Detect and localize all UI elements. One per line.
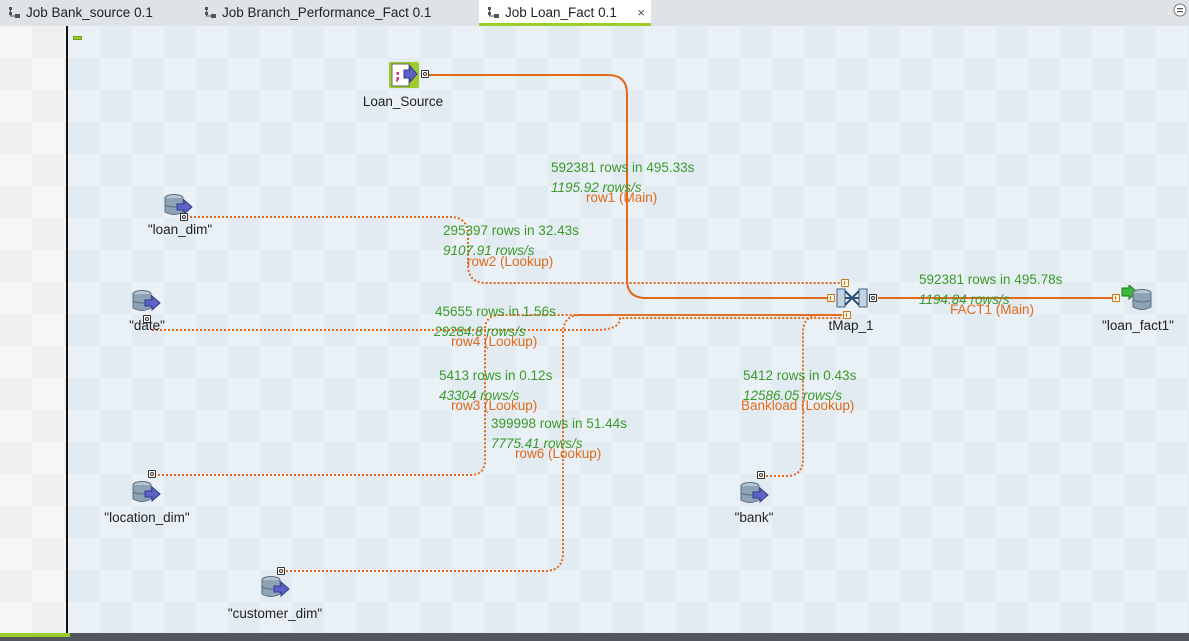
tmap-icon (836, 288, 868, 308)
component-label: "location_dim" (104, 510, 190, 525)
job-icon (488, 7, 499, 18)
link-fact1-rows: 592381 rows in 495.78s (919, 272, 1063, 287)
link-row2-label[interactable]: row2 (Lookup) (467, 254, 554, 269)
output-port[interactable] (180, 213, 188, 221)
bottom-scrollbar[interactable] (0, 633, 1189, 641)
component-bank[interactable] (739, 481, 771, 512)
canvas-border (66, 26, 68, 633)
link-row6-rate: 7775.41 rows/s (491, 436, 583, 451)
link-row6-label[interactable]: row6 (Lookup) (515, 446, 602, 461)
close-tab-icon[interactable]: × (637, 5, 645, 20)
link-fact1-rate: 1194.84 rows/s (919, 292, 1010, 307)
component-label: "date" (129, 318, 165, 333)
database-input-icon (132, 481, 161, 503)
link-row3-rate: 43304 rows/s (439, 388, 520, 403)
link-fact1-label[interactable]: FACT1 (Main) (950, 302, 1035, 317)
link-row2-rate: 9107.91 rows/s (443, 243, 535, 258)
link-row3-rows: 5413 rows in 0.12s (439, 368, 553, 383)
component-customer-dim[interactable] (260, 575, 292, 606)
database-output-icon (1121, 283, 1152, 310)
output-port[interactable] (757, 471, 765, 479)
component-loan-source[interactable]: ; (388, 61, 420, 94)
lookup-input-port[interactable] (843, 311, 851, 319)
tab-job-branch-performance-fact[interactable]: Job Branch_Performance_Fact 0.1 (196, 0, 466, 25)
main-input-port[interactable] (827, 294, 835, 302)
editor-tab-bar: Job Bank_source 0.1 Job Branch_Performan… (0, 0, 1189, 27)
component-tmap[interactable] (835, 285, 869, 316)
job-icon (205, 7, 216, 18)
tab-job-loan-fact[interactable]: Job Loan_Fact 0.1 × (479, 0, 651, 26)
component-label: "loan_dim" (147, 222, 213, 237)
component-label: "bank" (734, 510, 774, 525)
output-port[interactable] (148, 470, 156, 478)
link-row6-rows: 399998 rows in 51.44s (491, 416, 627, 431)
component-loan-dim[interactable] (163, 193, 195, 224)
component-label: tMap_1 (828, 318, 874, 333)
tab-label: Job Bank_source 0.1 (26, 5, 153, 20)
left-ruler (0, 26, 66, 633)
component-label: "customer_dim" (227, 606, 323, 621)
tab-label: Job Loan_Fact 0.1 (505, 5, 617, 20)
component-label: Loan_Source (362, 94, 444, 109)
link-bankload-label[interactable]: Bankload (Lookup) (741, 398, 855, 413)
database-input-icon (740, 482, 769, 504)
output-port[interactable] (421, 70, 429, 78)
output-port[interactable] (143, 315, 151, 323)
link-row4-rate: 29284.8 rows/s (434, 324, 526, 339)
output-port[interactable] (277, 567, 285, 575)
link-row3-label[interactable]: row3 (Lookup) (451, 398, 538, 413)
link-row1-rows: 592381 rows in 495.33s (551, 160, 695, 175)
link-bankload-rows: 5412 rows in 0.43s (743, 368, 857, 383)
link-row4-label[interactable]: row4 (Lookup) (451, 334, 538, 349)
link-row1-label[interactable]: row1 (Main) (586, 190, 658, 205)
database-input-icon (132, 290, 161, 312)
link-bankload-rate: 12586.05 rows/s (743, 388, 843, 403)
tab-label: Job Branch_Performance_Fact 0.1 (222, 5, 432, 20)
output-port[interactable] (869, 294, 877, 302)
tab-job-bank-source[interactable]: Job Bank_source 0.1 (0, 0, 185, 25)
maximize-icon[interactable] (1173, 3, 1187, 17)
component-location-dim[interactable] (131, 480, 163, 511)
lookup-input-port[interactable] (841, 279, 849, 287)
input-port[interactable] (1112, 294, 1120, 302)
file-input-icon: ; (389, 62, 419, 88)
component-date[interactable] (131, 289, 163, 320)
job-icon (9, 7, 20, 18)
job-designer-canvas[interactable] (68, 26, 1189, 633)
component-loan-fact[interactable] (1120, 283, 1156, 318)
link-row2-rows: 295397 rows in 32.43s (443, 223, 579, 238)
link-row1-rate: 1195.92 rows/s (551, 180, 642, 195)
subjob-marker[interactable] (73, 36, 82, 40)
database-input-icon (164, 194, 193, 216)
component-label: "loan_fact1" (1102, 318, 1174, 333)
link-row4-rows: 45655 rows in 1.56s (435, 304, 556, 319)
svg-text:;: ; (395, 68, 401, 84)
database-input-icon (261, 576, 290, 598)
